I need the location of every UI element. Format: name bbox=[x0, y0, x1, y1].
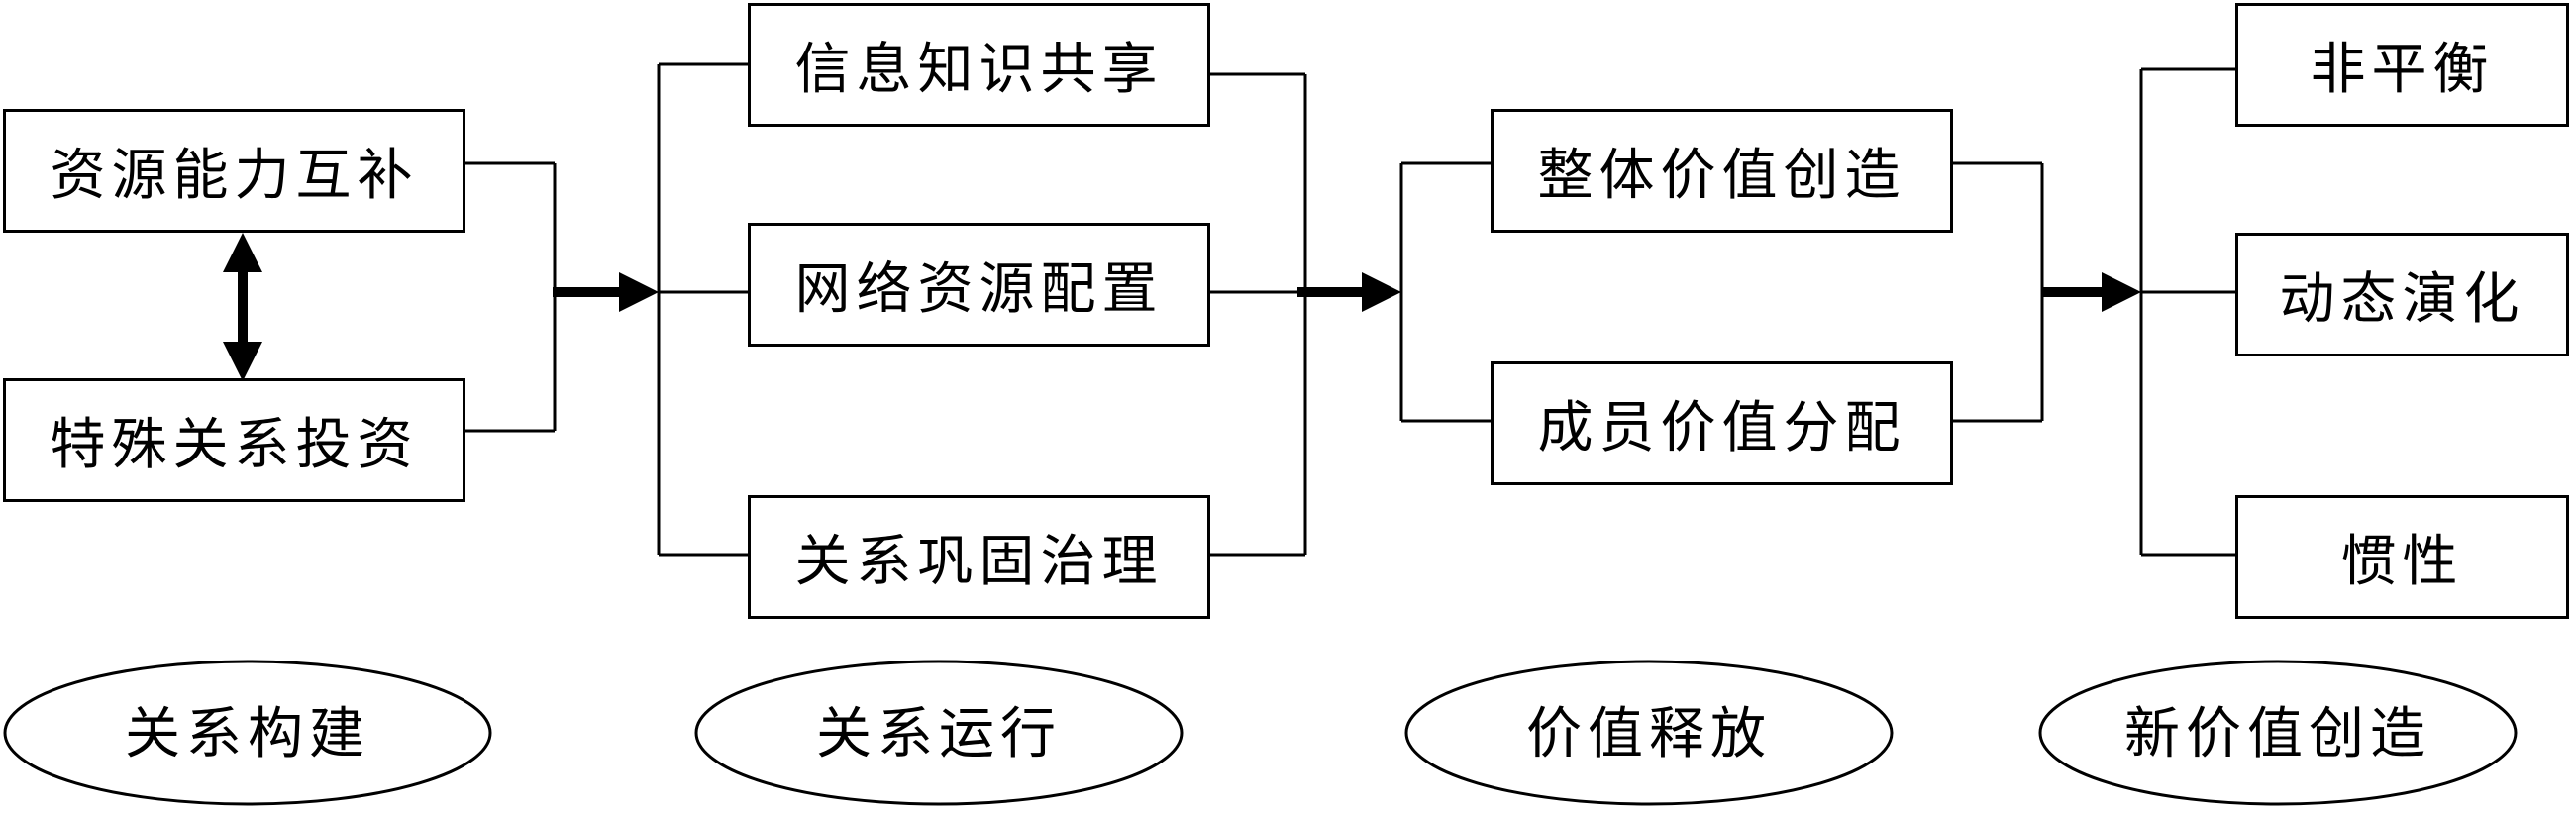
stage-label-4: 新价值创造 bbox=[2124, 702, 2431, 766]
flow-arrow-2 bbox=[1297, 272, 1401, 312]
stage4-box-inertia: 惯性 bbox=[2235, 495, 2569, 619]
stage3-box-overall-value: 整体价值创造 bbox=[1491, 109, 1953, 233]
stage-label-2: 关系运行 bbox=[816, 702, 1062, 766]
stage3-box-member-distribution: 成员价值分配 bbox=[1491, 361, 1953, 485]
stage-label-1: 关系构建 bbox=[125, 702, 370, 766]
stage2-box-info-sharing: 信息知识共享 bbox=[748, 3, 1210, 127]
stage4-box-dynamic-evolution: 动态演化 bbox=[2235, 233, 2569, 356]
stage-ellipse-4 bbox=[2038, 660, 2518, 806]
stage-label-3: 价值释放 bbox=[1526, 702, 1772, 766]
stage4-box-non-equilibrium: 非平衡 bbox=[2235, 3, 2569, 127]
stage-ellipse-1 bbox=[3, 660, 492, 806]
stage2-box-resource-allocation: 网络资源配置 bbox=[748, 223, 1210, 347]
stage-ellipse-2 bbox=[694, 660, 1184, 806]
stage-ellipse-3 bbox=[1404, 660, 1894, 806]
stage1-box-resource-complement: 资源能力互补 bbox=[3, 109, 465, 233]
flow-arrow-1 bbox=[553, 272, 659, 312]
stage2-box-relation-governance: 关系巩固治理 bbox=[748, 495, 1210, 619]
stage1-box-special-investment: 特殊关系投资 bbox=[3, 378, 465, 502]
flow-arrow-3 bbox=[2042, 272, 2141, 312]
bidirectional-arrow bbox=[223, 233, 262, 381]
